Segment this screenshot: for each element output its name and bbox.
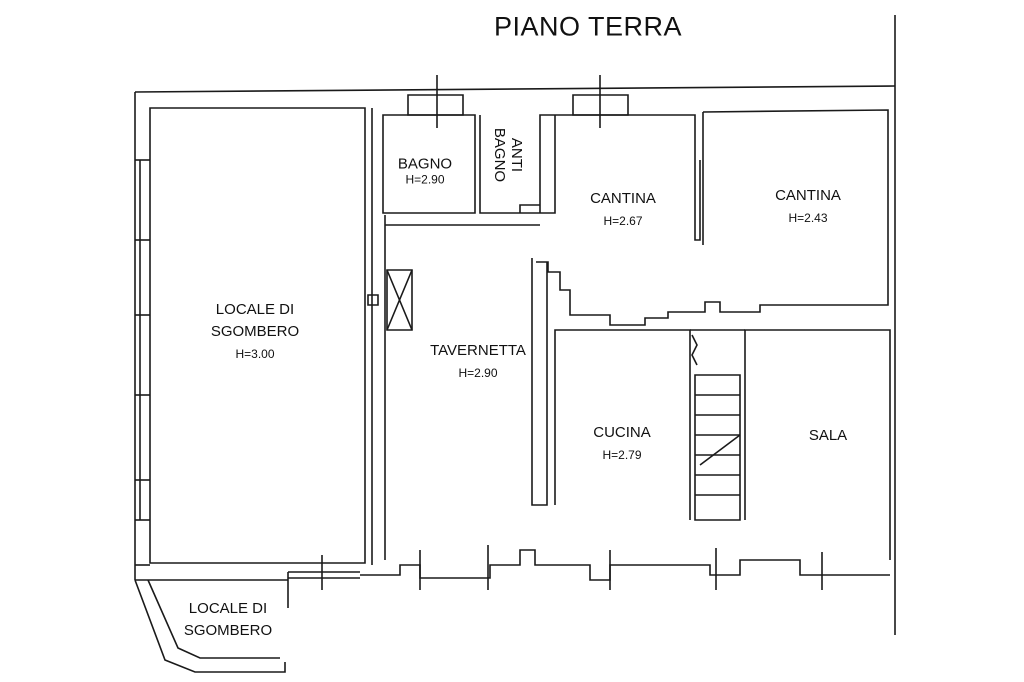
room-height: H=2.90 xyxy=(405,172,445,187)
room-name: LOCALE DI xyxy=(215,301,295,318)
room-cantina-2: CANTINA H=2.43 xyxy=(775,185,841,229)
room-name: BAGNO xyxy=(491,127,508,183)
wall-locale-sgombero-2 xyxy=(135,580,285,672)
page-title: PIANO TERRA xyxy=(493,11,683,42)
room-name: TAVERNETTA xyxy=(430,342,526,359)
bottom-wall xyxy=(360,550,890,580)
room-height: H=2.43 xyxy=(788,211,828,225)
stairs xyxy=(692,335,740,520)
room-locale-sgombero: LOCALE DI SGOMBERO H=3.00 xyxy=(211,299,299,365)
wall-locale-sgombero xyxy=(150,108,365,563)
room-locale-sgombero-2: LOCALE DI SGOMBERO xyxy=(184,598,272,642)
room-anti-bagno: ANTI BAGNO xyxy=(491,128,525,182)
room-name: CANTINA xyxy=(775,187,841,204)
room-sala: SALA xyxy=(809,425,847,447)
room-name: CANTINA xyxy=(590,190,656,207)
room-cucina: CUCINA H=2.79 xyxy=(593,422,651,466)
room-height: H=2.79 xyxy=(602,448,642,462)
room-cantina-1: CANTINA H=2.67 xyxy=(590,188,656,232)
room-name: SGOMBERO xyxy=(210,323,300,340)
room-name: CUCINA xyxy=(593,424,651,441)
room-name: LOCALE DI xyxy=(188,600,268,617)
room-name: BAGNO xyxy=(397,155,453,173)
room-height: H=2.90 xyxy=(458,366,498,380)
room-name: SALA xyxy=(808,427,848,444)
room-tavernetta: TAVERNETTA H=2.90 xyxy=(430,340,526,384)
wall-cucina xyxy=(555,330,690,520)
room-height: H=2.67 xyxy=(603,214,643,228)
outer-wall xyxy=(135,86,895,92)
wall-cantina-2 xyxy=(536,110,888,325)
room-bagno: BAGNO H=2.90 xyxy=(398,154,452,191)
wall-cantina-1 xyxy=(555,115,700,240)
room-name: SGOMBERO xyxy=(183,622,273,639)
room-name: ANTI xyxy=(508,137,525,173)
room-height: H=3.00 xyxy=(235,347,275,361)
left-windows xyxy=(135,160,150,520)
